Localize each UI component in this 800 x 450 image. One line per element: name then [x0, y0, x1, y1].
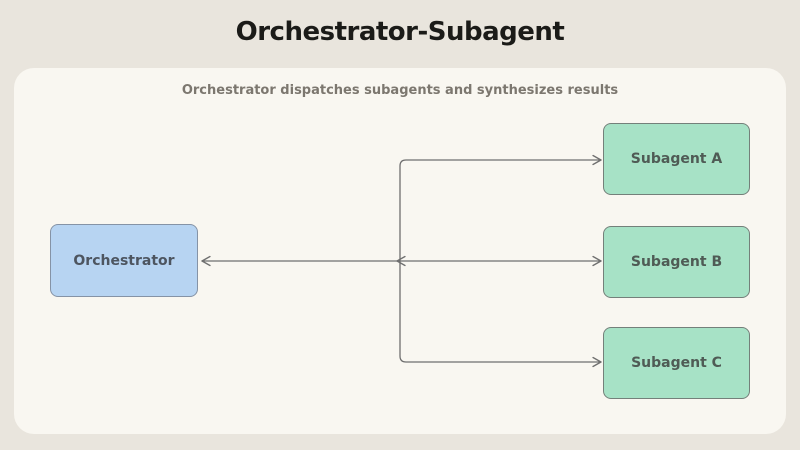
node-subagent-a: Subagent A: [603, 123, 750, 195]
node-subagent-c-label: Subagent C: [631, 355, 722, 371]
connector-lines: [201, 154, 602, 368]
arrowhead-subagent-a: [592, 154, 602, 166]
node-orchestrator: Orchestrator: [50, 224, 198, 297]
diagram-subtitle: Orchestrator dispatches subagents and sy…: [181, 83, 619, 98]
arrowhead-subagent-c: [592, 356, 602, 368]
node-subagent-c: Subagent C: [603, 327, 750, 399]
node-orchestrator-label: Orchestrator: [73, 252, 175, 269]
node-subagent-b-label: Subagent B: [630, 254, 723, 270]
diagram-title: Orchestrator-Subagent: [235, 17, 565, 47]
arrowhead-subagent-b: [592, 255, 602, 267]
arrowhead-junction: [396, 255, 406, 267]
arrowhead-orchestrator: [201, 255, 211, 267]
node-subagent-b: Subagent B: [603, 226, 750, 298]
diagram-panel: Orchestrator dispatches subagents and sy…: [14, 68, 786, 434]
node-subagent-a-label: Subagent A: [630, 151, 723, 167]
